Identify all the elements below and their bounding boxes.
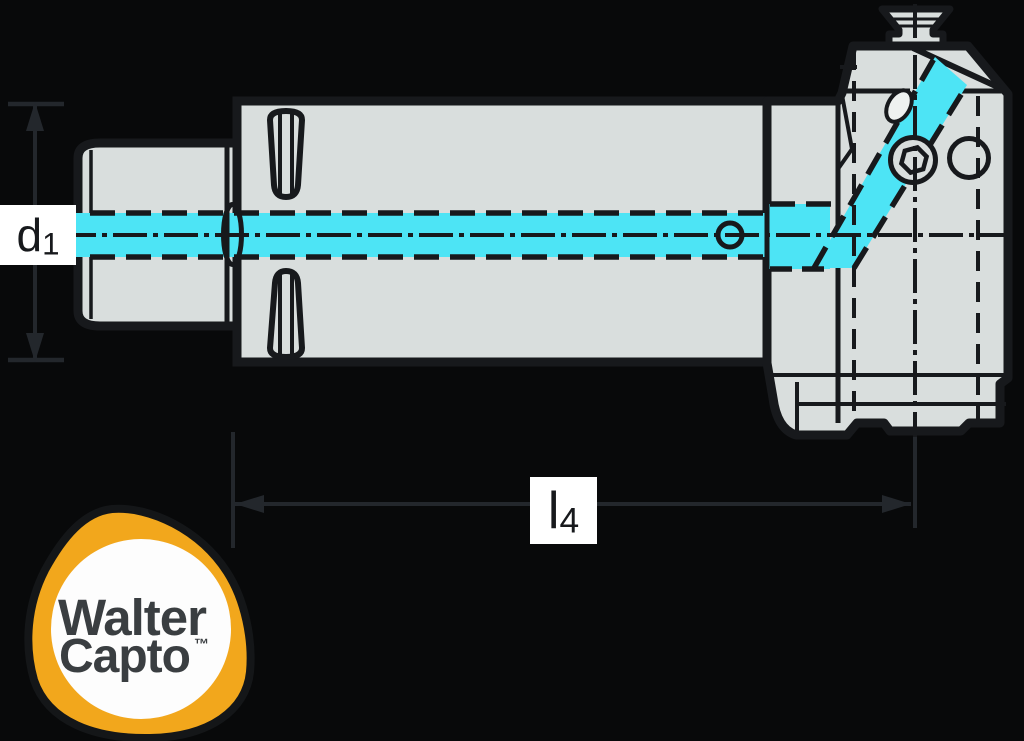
tool-head bbox=[762, 41, 1013, 440]
logo-wordmark-walter: Walter bbox=[58, 589, 207, 646]
logo-inner-circle bbox=[51, 539, 231, 719]
logo-trademark-symbol: ™ bbox=[194, 636, 209, 653]
d1-base: d bbox=[16, 209, 43, 261]
cross-hole-ellipse bbox=[884, 88, 914, 124]
side-hole bbox=[947, 136, 991, 180]
drive-slots bbox=[266, 107, 306, 361]
hex-socket bbox=[898, 144, 930, 176]
l4-base: l bbox=[547, 481, 560, 540]
centerlines bbox=[62, 4, 1006, 437]
drive-slot-top bbox=[266, 107, 306, 201]
coolant-hidden-edges bbox=[90, 55, 970, 272]
inner-chamfer-line bbox=[911, 45, 1002, 91]
walter-capto-logo bbox=[24, 504, 255, 741]
drive-slot-bottom bbox=[266, 267, 306, 361]
logo-wordmark-capto: Capto bbox=[59, 630, 191, 683]
d1-subscript: 1 bbox=[42, 226, 60, 262]
l4-subscript: 4 bbox=[559, 501, 580, 541]
